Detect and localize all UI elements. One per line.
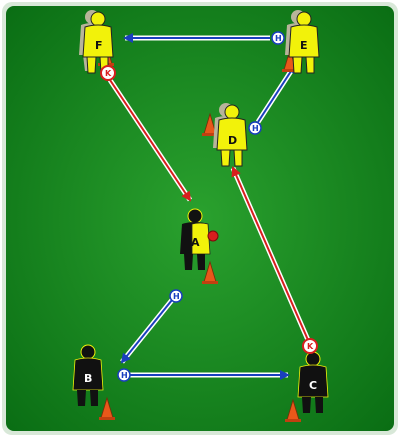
player-a: A — [180, 208, 219, 270]
pass-marker: H — [248, 121, 262, 135]
player-label: D — [228, 134, 237, 147]
player-label: B — [84, 372, 92, 385]
run-arrow-c-to-d — [230, 166, 311, 341]
cone-icon — [202, 260, 218, 284]
player-label: E — [300, 39, 308, 52]
svg-text:H: H — [275, 34, 282, 43]
run-arrows — [107, 78, 311, 341]
run-marker: K — [100, 65, 116, 81]
pass-arrow-d-to-e — [255, 63, 298, 124]
player-f: F — [79, 10, 114, 74]
cone-icon — [99, 396, 115, 420]
cone-icon — [202, 112, 218, 136]
svg-text:K: K — [105, 69, 112, 78]
pass-markers: H H H H — [117, 31, 285, 382]
run-marker: K — [302, 338, 318, 354]
pass-marker: H — [271, 31, 285, 45]
svg-text:K: K — [307, 342, 314, 351]
player-b: B — [72, 344, 104, 406]
svg-text:H: H — [121, 371, 128, 380]
player-label: C — [309, 379, 317, 392]
player-label: F — [95, 39, 103, 52]
player-e: E — [285, 10, 320, 74]
pass-arrows — [120, 33, 298, 380]
ball-icon — [207, 230, 219, 242]
player-label: A — [191, 236, 200, 249]
pass-marker: H — [117, 368, 131, 382]
svg-text:H: H — [252, 124, 259, 133]
player-d: D — [213, 103, 248, 167]
run-arrow-f-to-a — [107, 78, 193, 202]
pass-marker: H — [169, 289, 183, 303]
svg-text:H: H — [173, 292, 180, 301]
player-c: C — [297, 351, 329, 413]
pass-arrow-a-to-b — [120, 298, 174, 364]
cone-icon — [285, 398, 301, 422]
run-markers: K K — [100, 65, 318, 354]
